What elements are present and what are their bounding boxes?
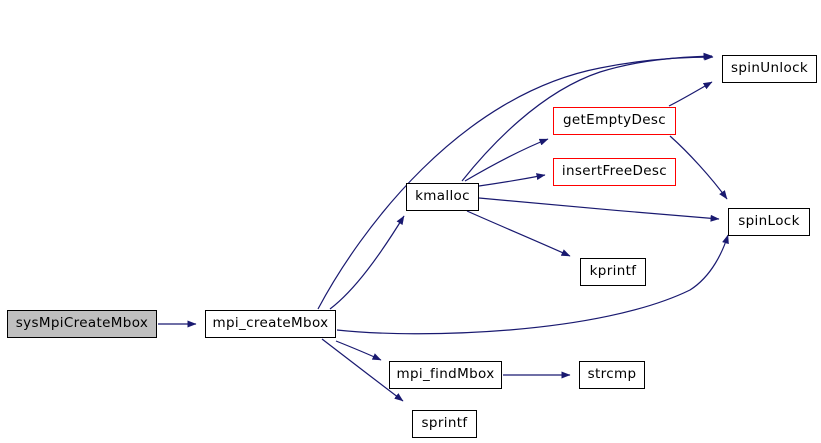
graph-node-mpi_createMbox[interactable]: mpi_createMbox xyxy=(205,310,336,338)
graph-node-spinLock[interactable]: spinLock xyxy=(728,208,810,236)
graph-node-mpi_findMbox[interactable]: mpi_findMbox xyxy=(389,361,502,389)
graph-edge-getEmptyDesc-to-spinLock xyxy=(669,135,728,200)
graph-node-strcmp[interactable]: strcmp xyxy=(579,361,645,389)
graph-node-label: mpi_findMbox xyxy=(396,366,495,383)
graph-node-label: sprintf xyxy=(421,415,468,432)
graph-node-kmalloc[interactable]: kmalloc xyxy=(406,183,479,211)
graph-node-label: sysMpiCreateMbox xyxy=(15,315,149,332)
graph-node-label: strcmp xyxy=(587,366,637,383)
graph-edge-kmalloc-to-insertFreeDesc xyxy=(478,173,546,187)
graph-edge-mpi_createMbox-to-kmalloc xyxy=(329,215,405,310)
graph-node-label: kmalloc xyxy=(415,188,470,205)
graph-node-label: spinUnlock xyxy=(730,60,809,77)
graph-edge-getEmptyDesc-to-spinUnlock xyxy=(668,81,713,107)
graph-node-label: insertFreeDesc xyxy=(561,163,668,180)
graph-node-sprintf[interactable]: sprintf xyxy=(412,410,477,438)
graph-node-sysMpiCreateMbox[interactable]: sysMpiCreateMbox xyxy=(7,310,157,338)
graph-edge-kmalloc-to-spinLock xyxy=(478,197,720,222)
graph-edge-mpi_createMbox-to-mpi_findMbox xyxy=(335,340,382,361)
graph-node-kprintf[interactable]: kprintf xyxy=(580,258,646,286)
graph-edge-mpi_createMbox-to-sprintf xyxy=(321,338,404,402)
graph-edge-kmalloc-to-spinUnlock xyxy=(461,52,713,182)
graph-node-insertFreeDesc[interactable]: insertFreeDesc xyxy=(553,158,676,186)
graph-node-label: kprintf xyxy=(589,263,637,280)
graph-node-label: spinLock xyxy=(738,213,800,230)
graph-edge-mpi_createMbox-to-spinLock xyxy=(336,234,729,335)
graph-node-label: mpi_createMbox xyxy=(212,315,329,332)
graph-edge-kmalloc-to-getEmptyDesc xyxy=(464,138,549,182)
graph-node-spinUnlock[interactable]: spinUnlock xyxy=(722,55,817,83)
graph-edge-kmalloc-to-kprintf xyxy=(466,210,571,257)
graph-node-getEmptyDesc[interactable]: getEmptyDesc xyxy=(553,107,676,135)
graph-node-label: getEmptyDesc xyxy=(562,112,667,129)
